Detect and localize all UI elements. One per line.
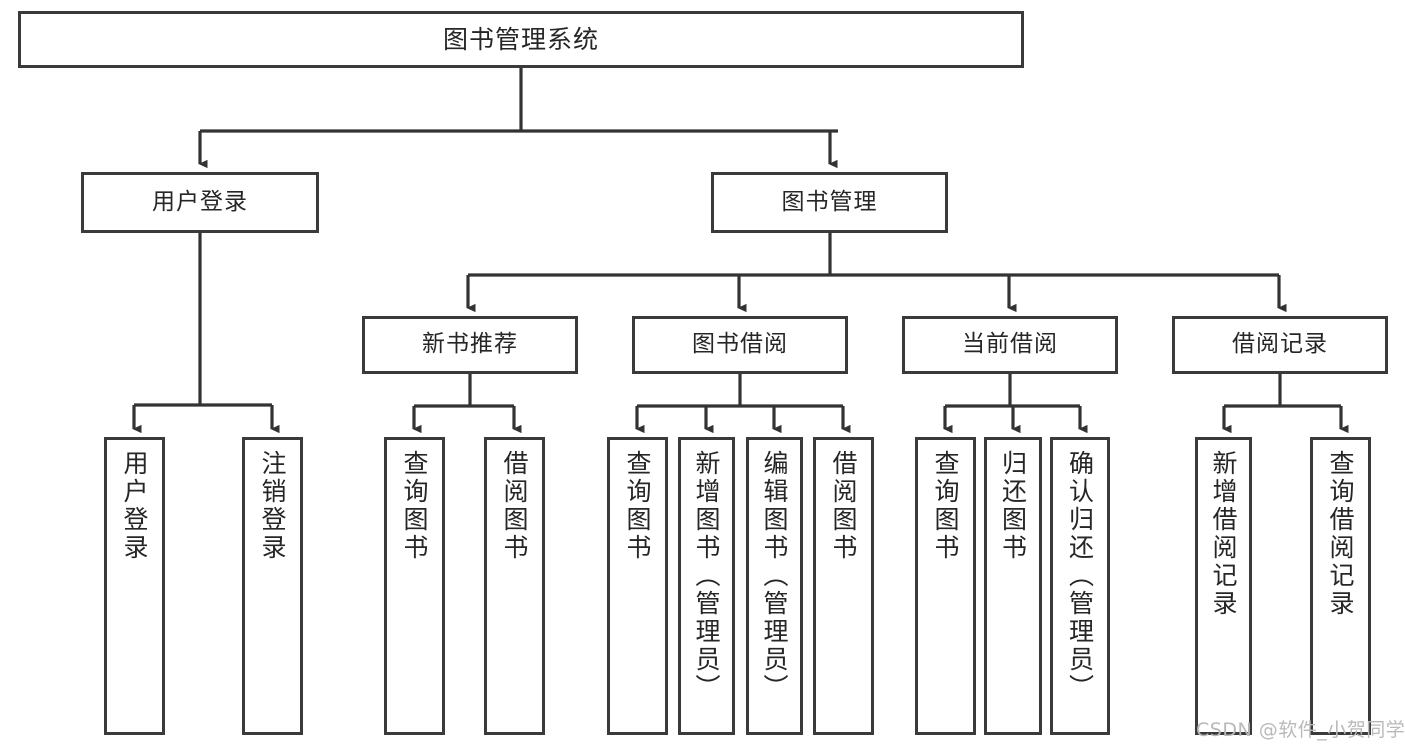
node-book-manage-label: 图书管理 bbox=[781, 188, 878, 215]
leaf-cb-query-book[interactable]: 查询图书 bbox=[915, 437, 976, 735]
leaf-bb-borrow-book-label: 借阅图书 bbox=[829, 450, 858, 562]
leaf-rec-borrow-book-label: 借阅图书 bbox=[500, 450, 529, 562]
node-current-borrow-label: 当前借阅 bbox=[962, 331, 1058, 358]
leaf-br-add-record-label: 新增借阅记录 bbox=[1209, 450, 1238, 618]
node-borrow-record-label: 借阅记录 bbox=[1232, 331, 1328, 358]
leaf-bb-edit-book-label: 编辑图书（管理员） bbox=[760, 450, 789, 702]
node-borrow-record[interactable]: 借阅记录 bbox=[1172, 316, 1388, 374]
leaf-bb-query-book[interactable]: 查询图书 bbox=[607, 437, 668, 735]
leaf-bb-add-book-label: 新增图书（管理员） bbox=[692, 450, 721, 702]
leaf-rec-query-book-label: 查询图书 bbox=[400, 450, 429, 562]
watermark: CSDN @软件_小贺同学 bbox=[1196, 719, 1405, 741]
leaf-rec-query-book[interactable]: 查询图书 bbox=[384, 437, 445, 735]
leaf-br-query-record-label: 查询借阅记录 bbox=[1326, 450, 1355, 618]
leaf-bb-edit-book[interactable]: 编辑图书（管理员） bbox=[746, 437, 803, 735]
leaf-br-add-record[interactable]: 新增借阅记录 bbox=[1195, 437, 1252, 735]
node-book-borrow[interactable]: 图书借阅 bbox=[632, 316, 848, 374]
leaf-cb-return-book-label: 归还图书 bbox=[998, 450, 1028, 562]
leaf-br-query-record[interactable]: 查询借阅记录 bbox=[1310, 437, 1371, 735]
leaf-cb-confirm-return-label: 确认归还（管理员） bbox=[1065, 450, 1095, 702]
leaf-cb-query-book-label: 查询图书 bbox=[931, 450, 960, 562]
leaf-rec-borrow-book[interactable]: 借阅图书 bbox=[484, 437, 545, 735]
node-root[interactable]: 图书管理系统 bbox=[18, 11, 1024, 68]
node-user-login-label: 用户登录 bbox=[152, 188, 248, 215]
leaf-user-login-label: 用户登录 bbox=[120, 450, 149, 562]
leaf-logout-label: 注销登录 bbox=[258, 450, 287, 562]
leaf-bb-query-book-label: 查询图书 bbox=[623, 450, 652, 562]
node-root-label: 图书管理系统 bbox=[442, 24, 599, 54]
leaf-user-login[interactable]: 用户登录 bbox=[104, 437, 165, 735]
node-current-borrow[interactable]: 当前借阅 bbox=[902, 316, 1118, 374]
leaf-cb-confirm-return[interactable]: 确认归还（管理员） bbox=[1050, 437, 1110, 735]
node-new-book-recommend[interactable]: 新书推荐 bbox=[362, 316, 578, 374]
node-book-borrow-label: 图书借阅 bbox=[692, 331, 788, 358]
node-user-login[interactable]: 用户登录 bbox=[81, 172, 319, 233]
leaf-bb-add-book[interactable]: 新增图书（管理员） bbox=[678, 437, 735, 735]
leaf-logout[interactable]: 注销登录 bbox=[242, 437, 303, 735]
node-book-manage[interactable]: 图书管理 bbox=[711, 172, 948, 233]
leaf-bb-borrow-book[interactable]: 借阅图书 bbox=[813, 437, 874, 735]
node-new-book-recommend-label: 新书推荐 bbox=[422, 331, 518, 358]
leaf-cb-return-book[interactable]: 归还图书 bbox=[984, 437, 1042, 735]
